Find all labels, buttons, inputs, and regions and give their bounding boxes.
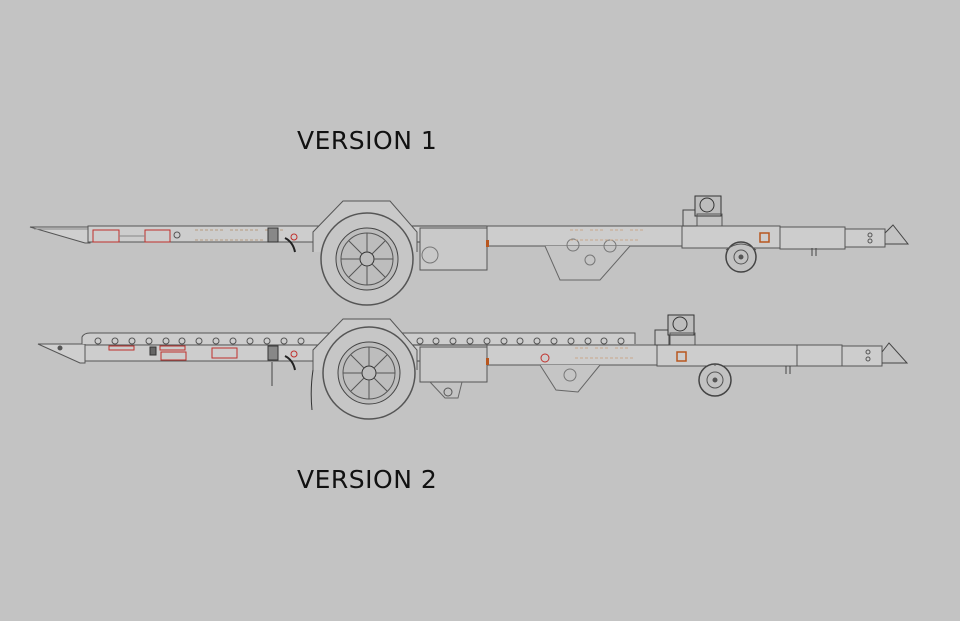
version-1-label: VERSION 1 — [297, 126, 438, 155]
trailer-version-1 — [29, 195, 910, 306]
trailer-version-2 — [37, 314, 909, 420]
rail-holes — [94, 337, 625, 345]
version-2-label: VERSION 2 — [297, 465, 438, 494]
